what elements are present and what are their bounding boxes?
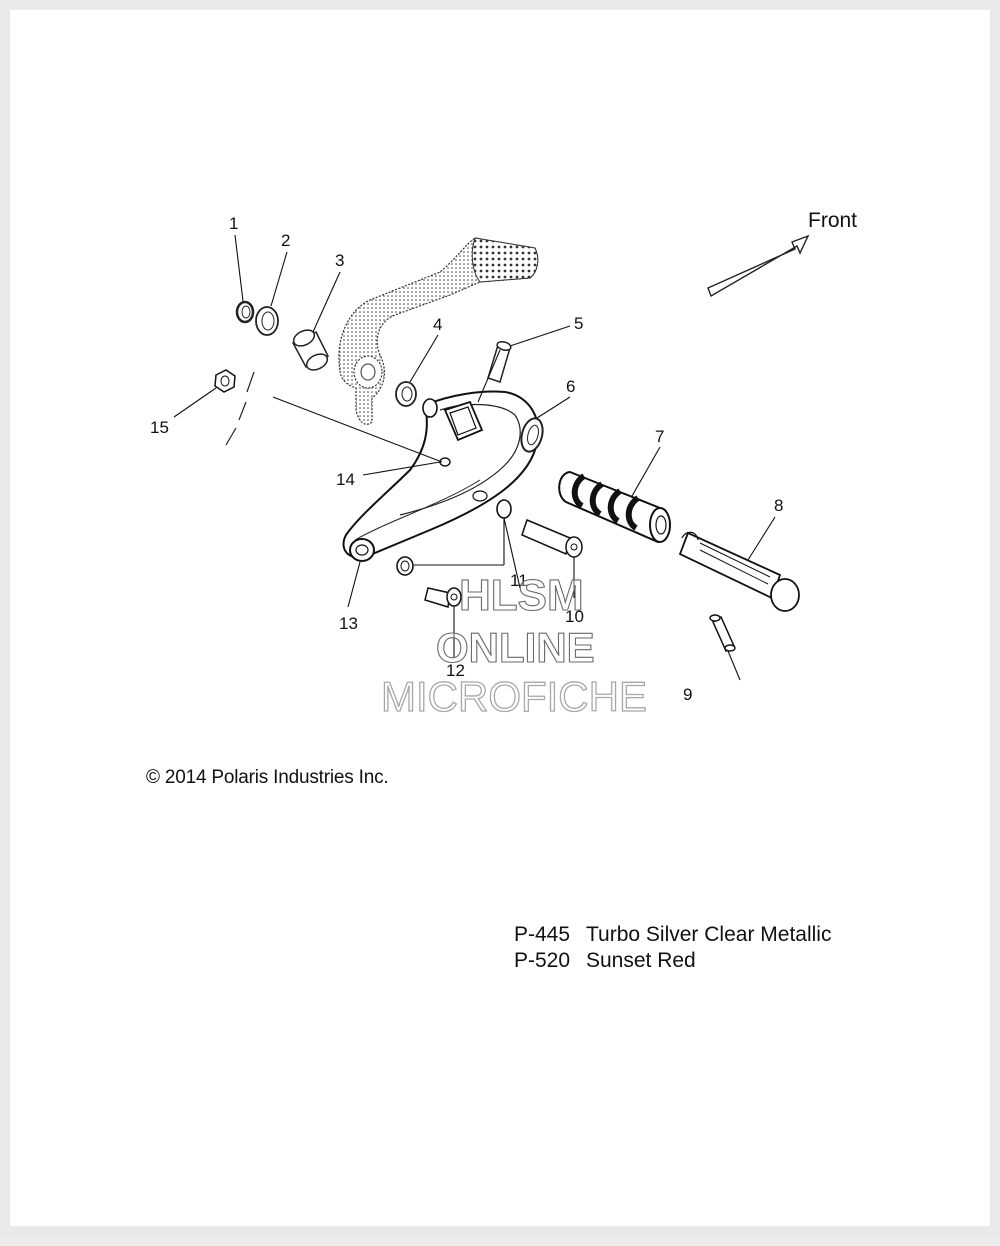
callout-1: 1 <box>229 214 238 233</box>
callout-5: 5 <box>574 314 583 333</box>
callout-12: 12 <box>446 661 465 680</box>
axis-centerline <box>225 371 255 446</box>
part-4-washer <box>395 381 417 407</box>
part-8-peg-shaft <box>678 531 800 612</box>
part-15-nut <box>214 369 236 393</box>
watermark-line-2: ONLINE <box>436 624 595 671</box>
pedal-assembly <box>338 237 539 425</box>
watermark: HLSM ONLINE MICROFICHE <box>380 570 647 720</box>
callout-11: 11 <box>510 571 528 590</box>
paint-code: P-445 <box>514 923 571 946</box>
callout-7: 7 <box>655 427 664 446</box>
part-11-washers <box>396 499 512 576</box>
callout-numbers: 1 2 3 4 5 6 7 8 9 10 11 12 13 14 15 <box>150 214 783 704</box>
part-2-washer <box>255 306 279 336</box>
callout-4: 4 <box>433 315 442 334</box>
watermark-line-1: HLSM <box>459 571 584 620</box>
callout-8: 8 <box>774 496 783 515</box>
front-arrow-icon <box>707 234 810 298</box>
copyright-notice: © 2014 Polaris Industries Inc. <box>146 767 389 788</box>
paint-row: P-520 Sunset Red <box>514 948 831 974</box>
part-12-bolt <box>424 587 462 608</box>
paint-name: Sunset Red <box>586 949 696 972</box>
paint-code: P-520 <box>514 949 571 972</box>
parts-diagram: Front <box>150 209 857 721</box>
part-1-retaining-ring <box>235 300 255 324</box>
part-9-clevis-pin <box>709 614 736 653</box>
paint-row: P-445 Turbo Silver Clear Metallic <box>514 922 831 948</box>
callout-3: 3 <box>335 251 344 270</box>
callout-15: 15 <box>150 418 169 437</box>
callout-6: 6 <box>566 377 575 396</box>
paint-name: Turbo Silver Clear Metallic <box>586 923 832 946</box>
part-3-bushing <box>291 329 330 371</box>
callout-9: 9 <box>683 685 692 704</box>
watermark-line-3: MICROFICHE <box>381 673 647 720</box>
part-10-bolt <box>521 518 583 558</box>
footpeg-bracket <box>342 390 540 562</box>
paint-code-list: P-445 Turbo Silver Clear Metallic P-520 Su… <box>514 922 831 974</box>
callout-10: 10 <box>565 607 584 626</box>
callout-14: 14 <box>336 470 355 489</box>
leader-lines <box>173 234 776 681</box>
callout-13: 13 <box>339 614 358 633</box>
part-5-pin <box>487 340 512 383</box>
part-6-washer <box>520 417 544 453</box>
callout-2: 2 <box>281 231 290 250</box>
front-label: Front <box>808 209 857 232</box>
part-7-rubber-footpeg <box>558 470 671 544</box>
